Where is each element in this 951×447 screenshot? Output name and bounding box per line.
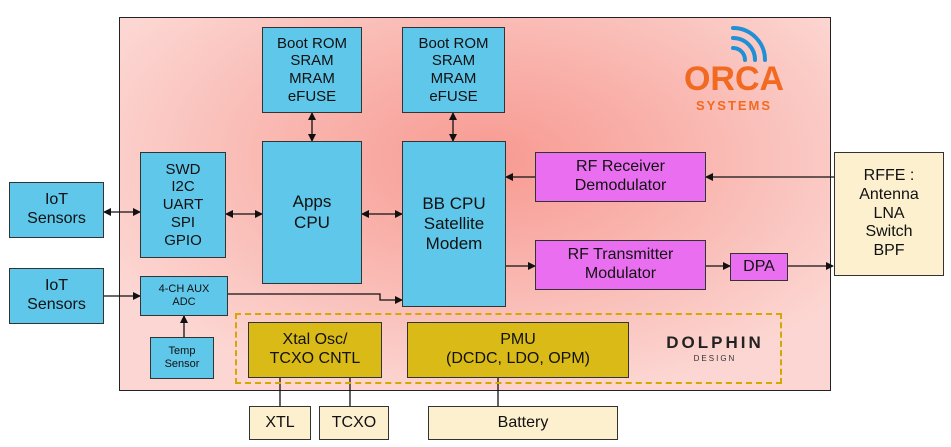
orca-signal-arcs xyxy=(731,26,767,62)
aux-adc-line-2: ADC xyxy=(172,296,196,308)
rf-receiver-line-2: Demodulator xyxy=(574,177,667,194)
bb-cpu-line-1: BB CPU xyxy=(422,193,486,213)
pmu-line-1: PMU xyxy=(500,331,536,349)
iot-sensors-bottom-line-1: IoT xyxy=(44,277,69,295)
boot-rom-apps-line-4: eFUSE xyxy=(287,87,337,105)
boot-rom-apps-block: Boot ROM SRAM MRAM eFUSE xyxy=(262,27,362,113)
boot-rom-bb-line-1: Boot ROM xyxy=(418,34,489,52)
tcxo-label: TCXO xyxy=(331,413,377,431)
wire-adc-bb xyxy=(228,293,403,304)
rf-transmitter-line-2: Modulator xyxy=(584,265,657,282)
rffe-line-4: Switch xyxy=(865,223,913,241)
temp-sensor-block: Temp Sensor xyxy=(150,337,214,379)
boot-rom-bb-block: Boot ROM SRAM MRAM eFUSE xyxy=(402,27,505,113)
temp-sensor-line-2: Sensor xyxy=(164,358,200,370)
boot-rom-apps-line-3: MRAM xyxy=(289,70,335,87)
iot-sensors-bottom: IoT Sensors xyxy=(9,268,104,324)
boot-rom-apps-line-2: SRAM xyxy=(290,52,334,70)
interface-uart: UART xyxy=(162,196,204,214)
xtl-block: XTL xyxy=(249,406,311,440)
rf-receiver-line-1: RF Receiver xyxy=(576,158,665,176)
apps-cpu-line-1: Apps xyxy=(292,192,332,212)
xtal-osc-block: Xtal Osc/ TCXO CNTL xyxy=(248,322,382,378)
orca-logo-subtitle: SYSTEMS xyxy=(695,98,773,113)
dolphin-logo-subtitle: DESIGN xyxy=(693,354,737,363)
iot-sensors-bottom-line-2: Sensors xyxy=(27,296,86,313)
apps-cpu-block: Apps CPU xyxy=(262,141,362,284)
boot-rom-bb-line-4: eFUSE xyxy=(429,87,478,105)
power-domain-boundary xyxy=(235,313,782,384)
bb-cpu-modem-block: BB CPU Satellite Modem xyxy=(402,141,506,307)
rffe-line-1: RFFE : xyxy=(863,166,915,184)
xtal-line-1: Xtal Osc/ xyxy=(282,331,348,349)
rf-receiver-block: RF Receiver Demodulator xyxy=(535,152,706,202)
tcxo-block: TCXO xyxy=(319,406,389,440)
interface-gpio: GPIO xyxy=(164,231,202,249)
battery-block: Battery xyxy=(428,406,618,440)
iot-sensors-top-line-2: Sensors xyxy=(27,210,86,227)
rffe-block: RFFE : Antenna LNA Switch BPF xyxy=(834,152,944,276)
aux-adc-block: 4-CH AUX ADC xyxy=(140,276,228,316)
dpa-label: DPA xyxy=(743,257,775,275)
rf-transmitter-block: RF Transmitter Modulator xyxy=(535,240,706,290)
dpa-block: DPA xyxy=(730,253,788,281)
interface-spi: SPI xyxy=(170,213,196,231)
interface-i2c: I2C xyxy=(171,178,195,196)
aux-adc-line-1: 4-CH AUX xyxy=(158,283,210,296)
boot-rom-bb-line-3: MRAM xyxy=(430,70,477,87)
pmu-block: PMU (DCDC, LDO, OPM) xyxy=(407,322,629,378)
pmu-line-2: (DCDC, LDO, OPM) xyxy=(446,350,590,367)
xtl-label: XTL xyxy=(265,413,295,431)
battery-label: Battery xyxy=(497,413,549,431)
iot-sensors-top: IoT Sensors xyxy=(9,182,104,238)
boot-rom-apps-line-1: Boot ROM xyxy=(276,34,348,52)
orca-logo-word: ORCA xyxy=(683,60,785,98)
rffe-line-3: LNA xyxy=(873,204,905,222)
rffe-line-5: BPF xyxy=(873,242,905,260)
bb-cpu-line-2: Satellite xyxy=(423,213,485,233)
rffe-line-2: Antenna xyxy=(859,185,919,203)
dolphin-design-logo: DOLPHIN DESIGN xyxy=(657,333,773,373)
temp-sensor-line-1: Temp xyxy=(168,345,196,358)
iot-sensors-top-line-1: IoT xyxy=(44,191,69,209)
bb-cpu-line-3: Modem xyxy=(425,234,483,254)
interface-swd: SWD xyxy=(165,160,201,178)
orca-systems-logo: ORCA SYSTEMS xyxy=(668,26,800,116)
boot-rom-bb-line-2: SRAM xyxy=(431,52,476,70)
xtal-line-2: TCXO CNTL xyxy=(269,350,361,367)
dolphin-logo-word: DOLPHIN xyxy=(666,333,764,352)
rf-transmitter-line-1: RF Transmitter xyxy=(567,246,674,264)
apps-cpu-line-2: CPU xyxy=(294,212,330,232)
interfaces-block: SWD I2C UART SPI GPIO xyxy=(140,152,226,258)
